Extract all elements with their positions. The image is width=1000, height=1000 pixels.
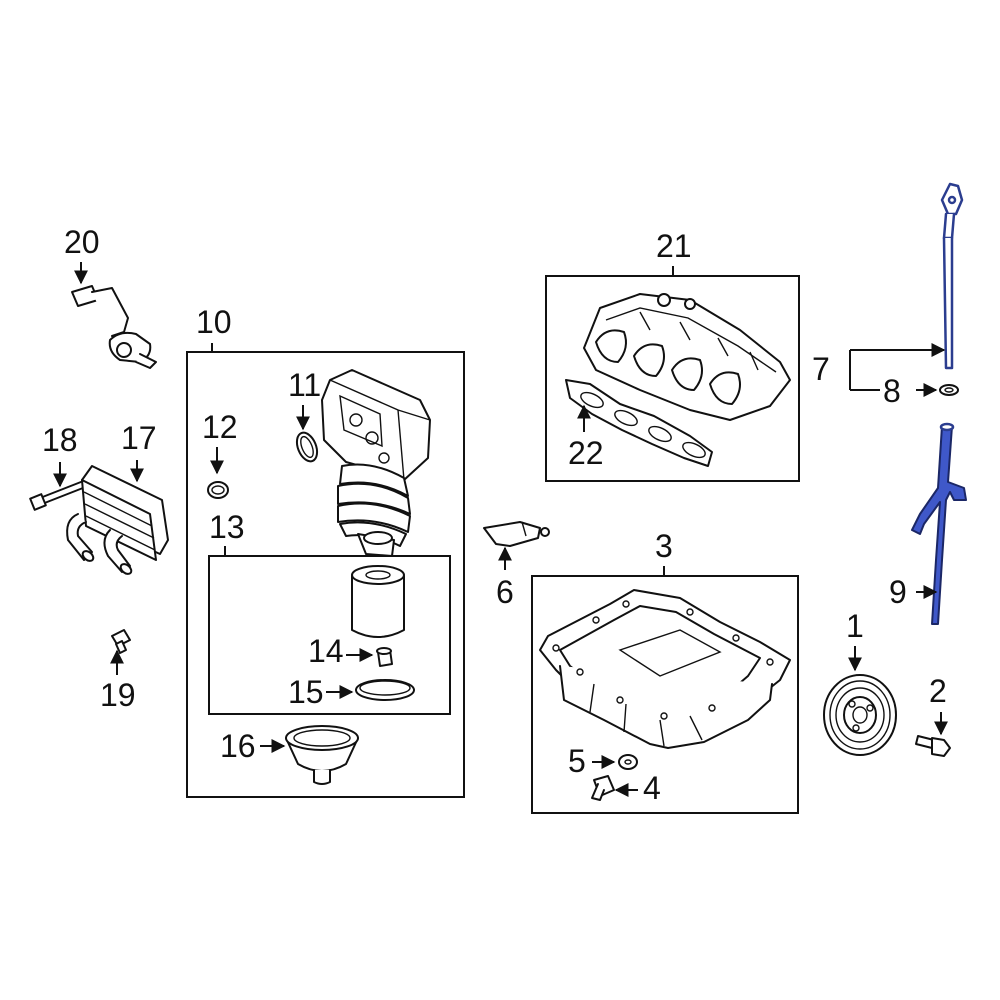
dipstick-o-ring-8-part[interactable]	[939, 384, 959, 396]
callout-17: 17	[121, 420, 157, 456]
callout-1: 1	[846, 608, 864, 644]
filter-gasket-15-part[interactable]	[355, 679, 415, 701]
callout-15: 15	[288, 674, 324, 710]
intake-manifold-part[interactable]	[583, 293, 791, 421]
filter-element-kit-box	[208, 555, 451, 715]
oil-cooler-part[interactable]	[66, 465, 169, 576]
callout-5: 5	[568, 743, 586, 779]
pulley-bolt-2-part[interactable]	[915, 735, 951, 757]
bolt-19-part[interactable]	[111, 629, 131, 654]
oil-filter-housing-part[interactable]	[321, 369, 431, 557]
oil-filter-assembly-box	[186, 351, 465, 798]
callout-8: 8	[883, 373, 901, 409]
oil-pressure-sensor-part[interactable]	[71, 285, 157, 369]
callout-9: 9	[889, 574, 907, 610]
drain-washer-5-part[interactable]	[618, 754, 638, 770]
callout-13: 13	[209, 509, 245, 545]
callout-14: 14	[308, 633, 344, 669]
callout-10: 10	[196, 304, 232, 340]
callout-20: 20	[64, 224, 100, 260]
callout-18: 18	[42, 422, 78, 458]
filter-cap-16-part[interactable]	[285, 725, 359, 785]
oil-pan-part[interactable]	[539, 589, 791, 749]
dipstick-tube-9-part[interactable]	[911, 422, 967, 625]
crankshaft-pulley-part[interactable]	[823, 674, 897, 756]
callout-2: 2	[929, 673, 947, 709]
callout-7: 7	[812, 351, 830, 387]
callout-21: 21	[656, 228, 692, 264]
callout-22: 22	[568, 435, 604, 471]
o-ring-12-part[interactable]	[207, 481, 229, 499]
oil-baffle-6-part[interactable]	[483, 521, 550, 547]
callout-6: 6	[496, 574, 514, 610]
drain-valve-14-part[interactable]	[376, 647, 393, 667]
callout-3: 3	[655, 528, 673, 564]
callout-16: 16	[220, 728, 256, 764]
callout-12: 12	[202, 409, 238, 445]
oil-filter-element-part[interactable]	[351, 565, 405, 638]
callout-4: 4	[643, 770, 661, 806]
oil-dipstick-7-part[interactable]	[940, 182, 964, 370]
seal-ring-11-part[interactable]	[293, 430, 321, 465]
drain-plug-4-part[interactable]	[591, 775, 615, 801]
callout-11: 11	[288, 367, 321, 403]
callout-19: 19	[100, 677, 136, 713]
intake-gasket-22-part[interactable]	[565, 379, 713, 467]
